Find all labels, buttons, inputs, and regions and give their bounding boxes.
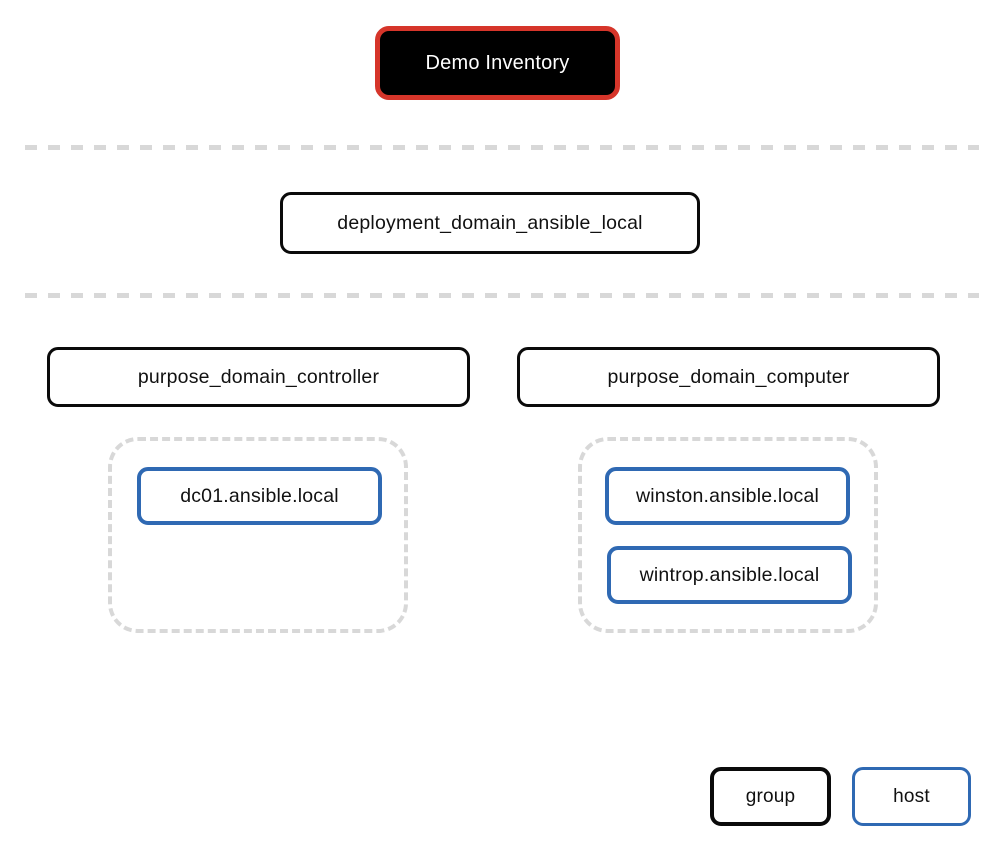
root-node-demo-inventory[interactable]: Demo Inventory	[375, 26, 620, 100]
group-node-purpose-controller[interactable]: purpose_domain_controller	[47, 347, 470, 407]
host-container-computer	[578, 437, 878, 633]
level-separator-top	[25, 145, 979, 150]
group-node-label: purpose_domain_controller	[137, 365, 380, 388]
host-node-winston[interactable]: winston.ansible.local	[605, 467, 850, 525]
legend-group-label: group	[745, 785, 796, 807]
root-node-label: Demo Inventory	[425, 51, 570, 74]
legend-host-swatch: host	[852, 767, 971, 826]
host-node-label: wintrop.ansible.local	[639, 563, 820, 586]
level-separator-bottom	[25, 293, 979, 298]
host-node-label: winston.ansible.local	[635, 484, 820, 507]
group-node-purpose-computer[interactable]: purpose_domain_computer	[517, 347, 940, 407]
host-node-dc01[interactable]: dc01.ansible.local	[137, 467, 382, 525]
legend-host-label: host	[893, 785, 930, 807]
host-node-label: dc01.ansible.local	[180, 484, 339, 507]
legend-group-swatch: group	[710, 767, 831, 826]
host-container-controller	[108, 437, 408, 633]
group-node-label: deployment_domain_ansible_local	[337, 211, 643, 234]
group-node-label: purpose_domain_computer	[607, 365, 850, 388]
host-node-wintrop[interactable]: wintrop.ansible.local	[607, 546, 852, 604]
group-node-deployment-domain[interactable]: deployment_domain_ansible_local	[280, 192, 700, 254]
